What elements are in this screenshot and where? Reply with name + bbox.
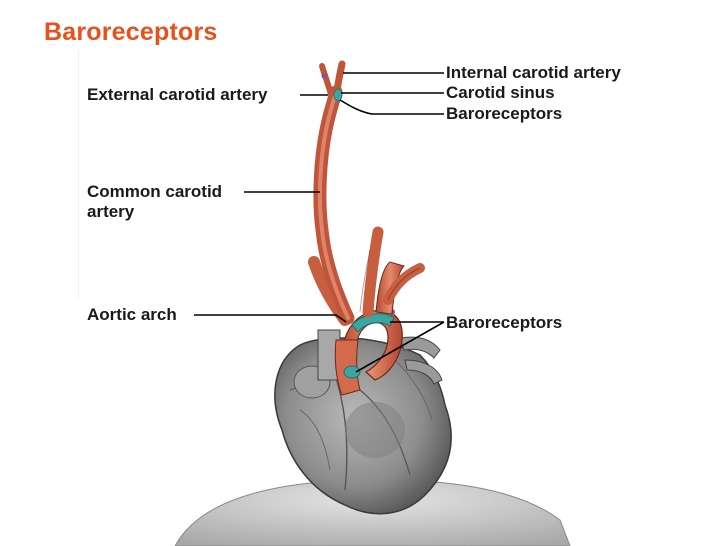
leader-baroreceptors-top: [339, 99, 444, 115]
external-carotid-artery: [319, 63, 334, 97]
label-aortic-arch: Aortic arch: [87, 305, 177, 324]
label-internal-carotid-artery: Internal carotid artery: [446, 63, 621, 82]
slide-title: Baroreceptors: [44, 18, 218, 46]
label-common-carotid-line1: Common carotid: [87, 182, 223, 201]
leader-baroreceptors-bottom-2: [355, 321, 445, 373]
label-baroreceptors-top: Baroreceptors: [446, 104, 563, 123]
label-carotid-sinus: Carotid sinus: [446, 83, 555, 102]
internal-carotid-artery: [333, 60, 346, 96]
leader-aortic-arch: [194, 314, 347, 323]
aortic-baroreceptor-area: [351, 313, 395, 333]
label-external-carotid-artery: External carotid artery: [87, 85, 268, 104]
carotid-sinus-spot: [333, 88, 343, 102]
label-baroreceptors-bottom: Baroreceptors: [446, 313, 563, 332]
label-common-carotid-line2: artery: [87, 202, 135, 221]
aortic-baroreceptor-spot: [343, 365, 361, 379]
